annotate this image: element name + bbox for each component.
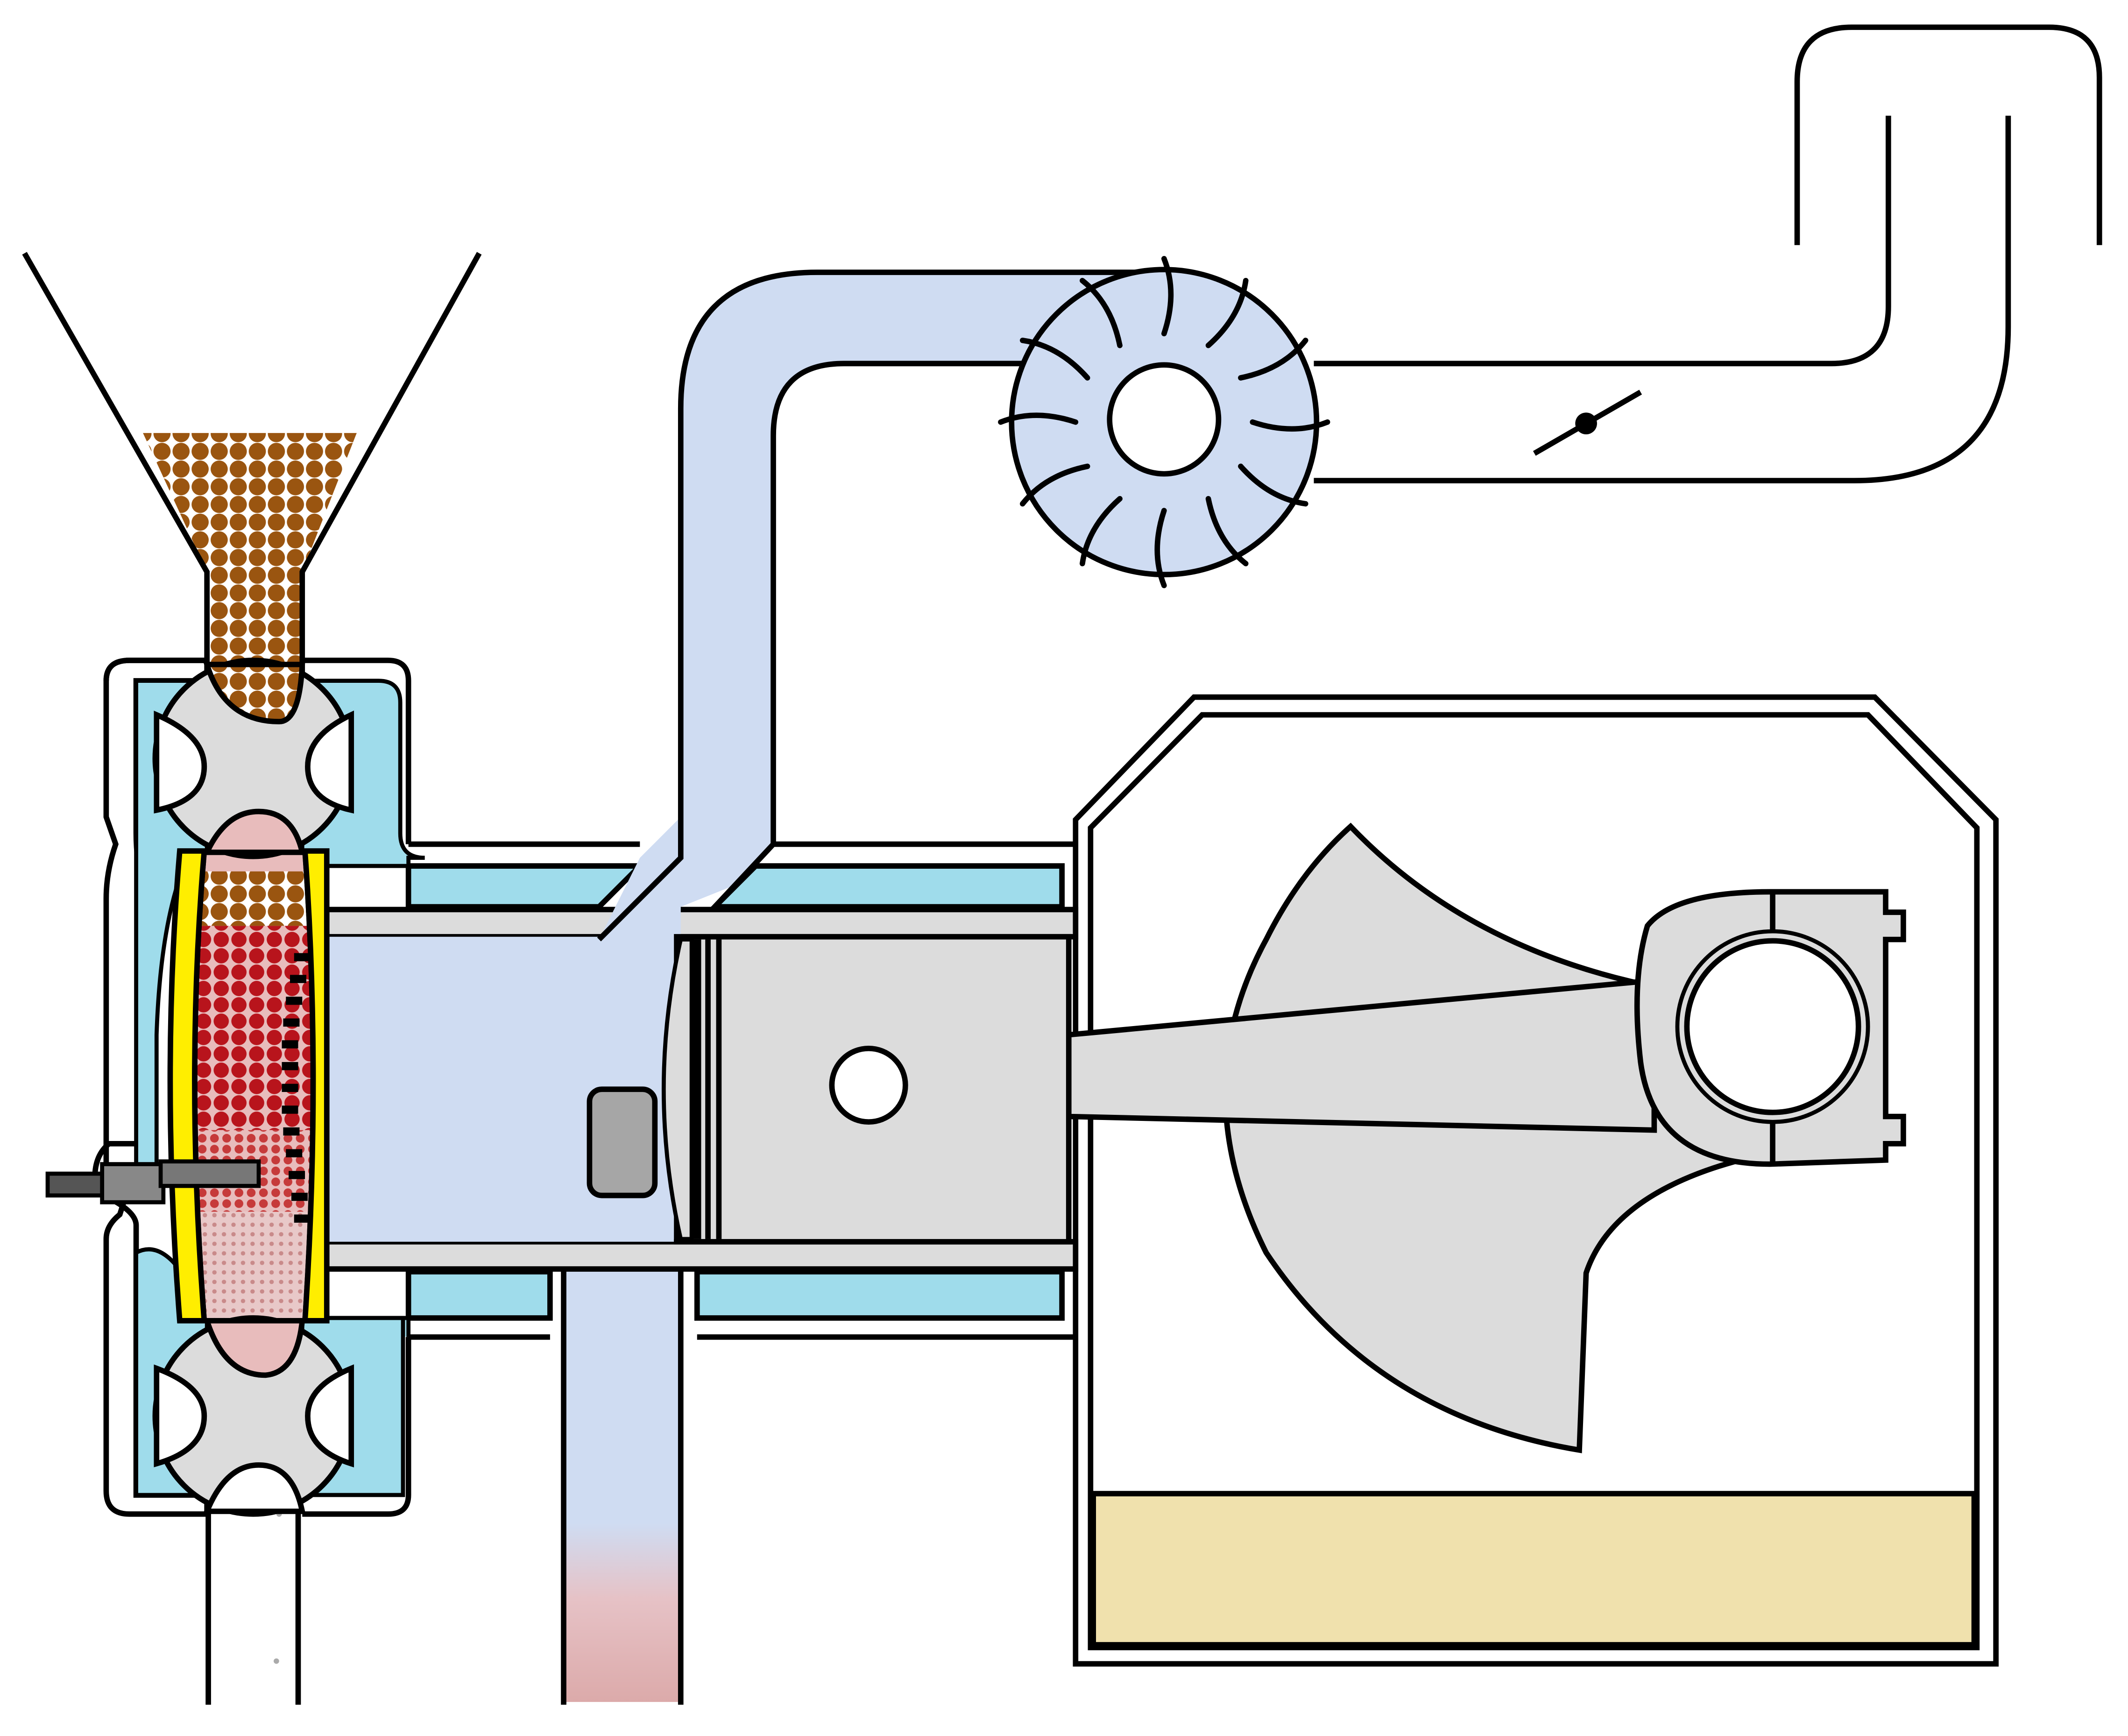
throttle-valve bbox=[1533, 390, 1642, 456]
rotary-inlet-valve bbox=[152, 658, 354, 859]
glow-plug bbox=[45, 1159, 261, 1205]
exhaust-pipe bbox=[1314, 24, 2102, 483]
exhaust-down-tube bbox=[561, 1232, 684, 1705]
intake-duct bbox=[597, 269, 1171, 942]
piston-pin bbox=[829, 1045, 908, 1125]
discharge-tube bbox=[205, 1484, 301, 1705]
feed-hopper bbox=[22, 252, 482, 694]
rotary-outlet-valve bbox=[152, 1315, 354, 1517]
liner-perforations bbox=[282, 953, 311, 1223]
piston bbox=[661, 934, 1072, 1245]
injector-stub bbox=[587, 1086, 658, 1198]
right-liner bbox=[302, 848, 330, 1324]
crankshaft-counterweight bbox=[1223, 822, 1827, 1453]
oil-sump bbox=[1090, 1491, 1977, 1648]
turbine bbox=[998, 256, 1330, 588]
turbine-hub bbox=[1107, 362, 1222, 477]
crank-pin-bore bbox=[1684, 938, 1861, 1115]
